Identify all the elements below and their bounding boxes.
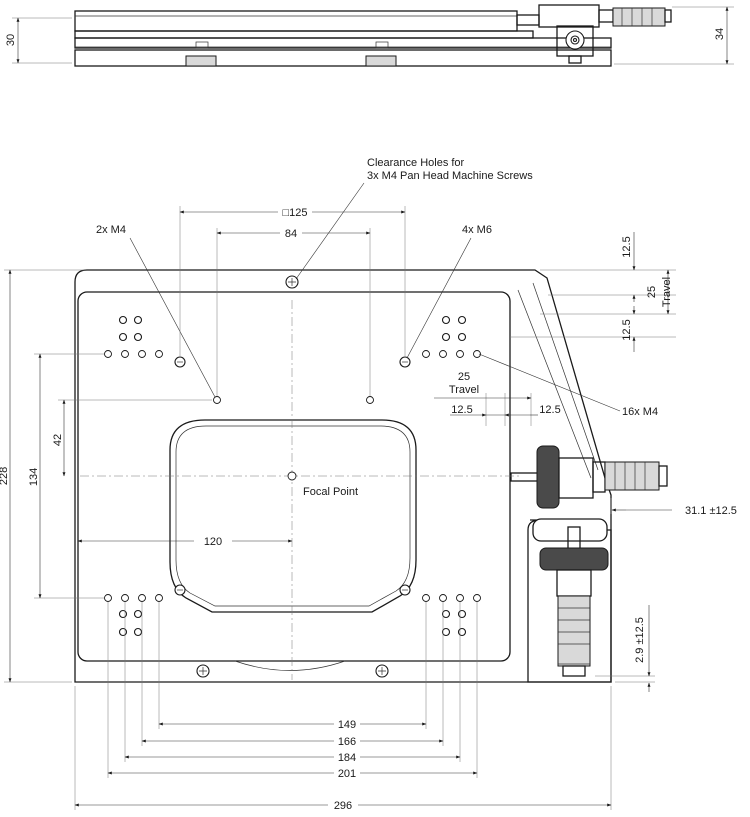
dim-184: 184 — [338, 752, 356, 764]
dim-166: 166 — [338, 736, 356, 748]
callout-clearance-line1: Clearance Holes for — [367, 157, 465, 169]
dim-149: 149 — [338, 719, 356, 731]
dimensions: □125 84 120 42 134 228 — [0, 206, 737, 812]
clearance-holes — [196, 275, 389, 678]
hole-grid-bottom-left — [104, 594, 163, 637]
callout-focal-point: Focal Point — [303, 486, 358, 498]
side-view: 30 34 — [5, 4, 734, 67]
travel-horizontal: 25 Travel 12.5 12.5 — [434, 371, 561, 426]
dim-84: 84 — [285, 228, 297, 240]
dim-42: 42 — [52, 434, 64, 446]
hole-grid-top-right — [422, 315, 481, 358]
m6-holes — [174, 356, 411, 596]
callout-2x-m4: 2x M4 — [96, 224, 126, 236]
callout-16x-m4: 16x M4 — [622, 406, 658, 418]
side-dim-30: 30 — [5, 34, 17, 46]
dim-square-125: □125 — [283, 207, 308, 219]
travel-v-label: Travel — [661, 277, 673, 307]
top-view — [74, 269, 668, 683]
travel-h-label: Travel — [449, 384, 479, 396]
travel-vertical: 12.5 25 Travel 12.5 — [510, 232, 676, 352]
callout-clearance-line2: 3x M4 Pan Head Machine Screws — [367, 170, 533, 182]
dim-201: 201 — [338, 768, 356, 780]
travel-h-right: 12.5 — [539, 404, 560, 416]
dim-296: 296 — [334, 800, 352, 812]
callouts: Clearance Holes for 3x M4 Pan Head Machi… — [96, 157, 658, 498]
dim-134: 134 — [28, 468, 40, 486]
base-plate — [74, 269, 612, 683]
aperture — [169, 419, 417, 613]
travel-h-left: 12.5 — [451, 404, 472, 416]
dim-2-9: 2.9 ±12.5 — [634, 617, 646, 663]
travel-v-value: 25 — [646, 286, 658, 298]
travel-v-lower: 12.5 — [621, 319, 633, 340]
dim-228: 228 — [0, 467, 10, 485]
dim-120: 120 — [204, 536, 222, 548]
callout-4x-m6: 4x M6 — [462, 224, 492, 236]
hole-grid-top-left — [104, 315, 163, 358]
side-dim-34: 34 — [714, 28, 726, 40]
travel-h-value: 25 — [458, 371, 470, 383]
hole-grid-bottom-right — [422, 594, 481, 637]
top-plate — [77, 291, 511, 662]
travel-v-upper: 12.5 — [621, 236, 633, 257]
dim-31-1: 31.1 ±12.5 — [685, 505, 737, 517]
